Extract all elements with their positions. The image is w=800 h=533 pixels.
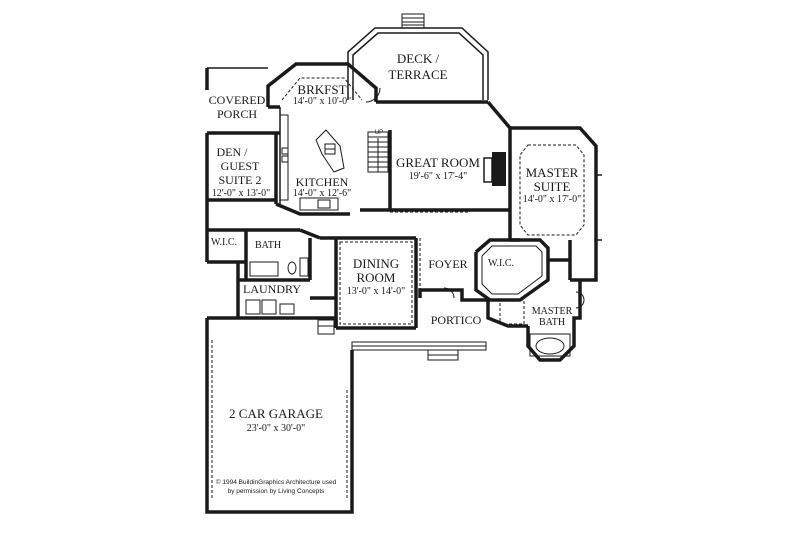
fixtures [211, 77, 585, 500]
deck-steps [401, 13, 425, 29]
wic-right-label: W.I.C. [488, 258, 514, 269]
den-line2: GUEST [221, 159, 260, 173]
kitchen-label: KITCHEN [296, 175, 349, 189]
brkfst-dims: 14'-0" x 10'-0" [293, 96, 351, 107]
master-bath-line2: BATH [539, 317, 565, 328]
dining-line2: ROOM [356, 270, 395, 285]
portico-label: PORTICO [431, 313, 482, 327]
den-dims: 12'-0" x 13'-0" [212, 188, 270, 199]
master-suite-dims: 14'-0" x 17'-0" [523, 194, 581, 205]
den-line3: SUITE 2 [219, 173, 262, 187]
stairs [367, 131, 389, 173]
washer [245, 299, 261, 315]
copyright-line1: © 1994 BuildinGraphics Architecture used [216, 478, 337, 486]
kitchen-dims: 14'-0" x 12'-6" [293, 188, 351, 199]
dining-line1: DINING [353, 256, 399, 271]
covered-porch-line1: COVERED [209, 93, 266, 107]
laundry-label: LAUNDRY [243, 282, 301, 296]
room-labels: DECK / TERRACE BRKFST 14'-0" x 10'-0" CO… [209, 51, 582, 495]
garage-dims: 23'-0" x 30'-0" [247, 423, 305, 434]
deck-label-line2: TERRACE [388, 67, 447, 82]
master-tub [535, 337, 565, 355]
bath-label: BATH [255, 240, 281, 251]
great-room-dims: 19'-6" x 17'-4" [409, 171, 467, 182]
kitchen-island [315, 129, 345, 173]
foyer-label: FOYER [428, 257, 467, 271]
bathtub [249, 261, 279, 277]
dining-dims: 13'-0" x 14'-0" [347, 286, 405, 297]
stair-up-label: UP [375, 130, 383, 136]
vanity [299, 257, 309, 277]
fireplace [483, 152, 506, 186]
brkfst-label: BRKFST [297, 82, 346, 97]
master-suite-line1: MASTER [526, 165, 579, 180]
garage-label: 2 CAR GARAGE [229, 406, 323, 421]
kitchen-counter [279, 114, 289, 201]
covered-porch-line2: PORCH [217, 107, 257, 121]
copyright-line2: by permission by Living Concepts [228, 488, 326, 495]
master-bath-line1: MASTER [532, 306, 573, 317]
deck-terrace [347, 13, 489, 100]
dryer [261, 299, 277, 315]
wic-left-label: W.I.C. [211, 237, 237, 248]
toilet [287, 261, 297, 275]
master-suite-line2: SUITE [534, 179, 571, 194]
great-room-label: GREAT ROOM [396, 155, 480, 170]
den-line1: DEN / [217, 145, 249, 159]
exterior-walls [205, 62, 602, 514]
deck-label-line1: DECK / [397, 51, 440, 66]
